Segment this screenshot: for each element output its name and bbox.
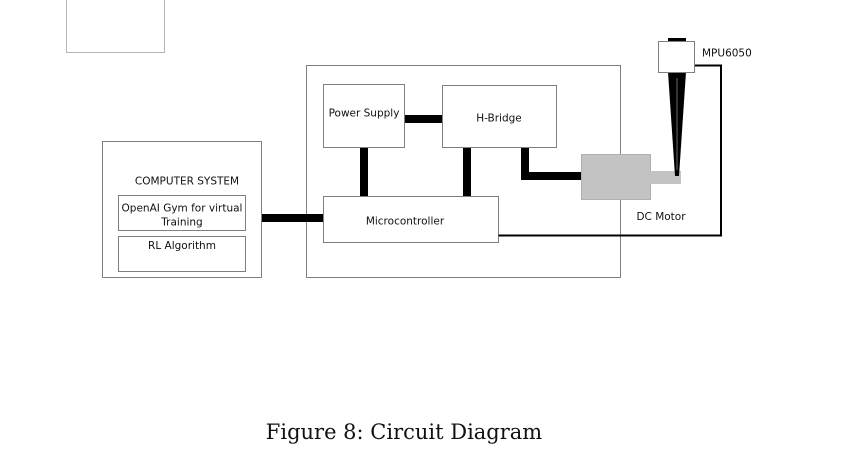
dc-motor-body xyxy=(581,154,651,200)
h-bridge-box xyxy=(442,85,557,148)
computer-system-label: COMPUTER SYSTEM xyxy=(135,176,239,188)
openai-gym-box xyxy=(118,195,246,231)
wire-computer-to-microcontroller xyxy=(262,214,324,222)
dc-motor-shaft xyxy=(650,171,681,184)
rl-algorithm-box xyxy=(118,236,246,272)
power-supply-box xyxy=(323,84,405,148)
computer-system-box xyxy=(102,141,262,278)
power-supply-label: Power Supply xyxy=(329,108,400,120)
openai-gym-label-line1: OpenAI Gym for virtual xyxy=(122,203,243,215)
openai-gym-label-line2: Training xyxy=(160,217,202,229)
mpu6050-bar xyxy=(668,38,686,42)
mpu6050-label: MPU6050 xyxy=(702,48,752,60)
partial-frame xyxy=(66,0,165,53)
wire-h-bridge-to-dc-motor xyxy=(521,148,582,180)
microcontroller-label: Microcontroller xyxy=(366,216,445,228)
wire-h-bridge-to-microcontroller xyxy=(463,148,471,197)
h-bridge-label: H-Bridge xyxy=(476,113,522,125)
wire-power-supply-to-h-bridge xyxy=(404,115,443,123)
mpu6050-box xyxy=(658,41,695,73)
dc-motor-label: DC Motor xyxy=(636,211,686,223)
figure-caption: Figure 8: Circuit Diagram xyxy=(265,420,543,444)
wire-microcontroller-to-mpu6050 xyxy=(498,64,722,237)
microcontroller-box xyxy=(323,196,499,243)
wire-power-supply-to-microcontroller xyxy=(360,148,368,197)
rl-algorithm-label: RL Algorithm xyxy=(148,240,216,252)
